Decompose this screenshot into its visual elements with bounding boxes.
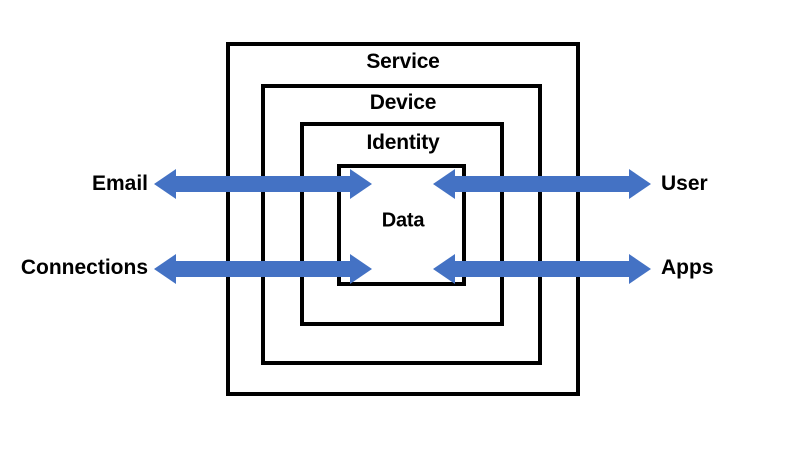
connector-label-apps: Apps (661, 256, 714, 279)
double-arrow-icon-user[interactable] (433, 168, 651, 200)
double-arrow-icon-connections[interactable] (154, 253, 372, 285)
connector-label-email: Email (91, 172, 148, 195)
connector-label-user: User (661, 172, 708, 195)
layer-label-identity: Identity (366, 131, 440, 154)
layer-label-device: Device (369, 91, 437, 114)
layer-box-device[interactable] (261, 84, 542, 365)
layer-label-data: Data (381, 209, 425, 232)
double-arrow-icon-email[interactable] (154, 168, 372, 200)
double-arrow-icon-apps[interactable] (433, 253, 651, 285)
connector-label-connections: Connections (20, 256, 148, 279)
layer-box-identity[interactable] (300, 122, 504, 326)
layer-label-service: Service (366, 50, 440, 73)
layer-box-service[interactable] (226, 42, 580, 396)
